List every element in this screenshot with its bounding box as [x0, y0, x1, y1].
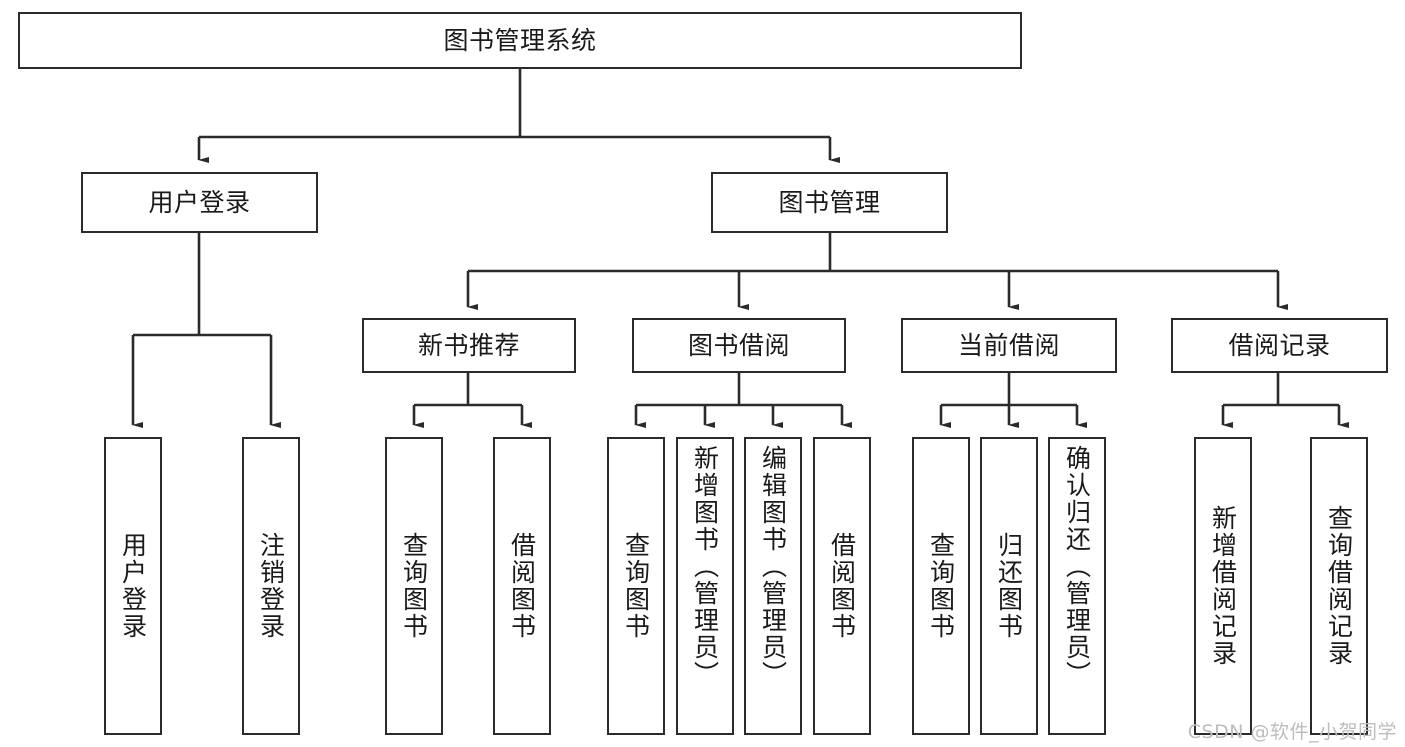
node-borrow-record[interactable]: 借阅记录 [1171, 318, 1388, 373]
node-leaf-query-book-3-label: 查询图书 [926, 532, 956, 640]
node-leaf-query-book-1-label: 查询图书 [399, 532, 429, 640]
node-leaf-add-record[interactable]: 新增借阅记录 [1194, 437, 1252, 735]
node-book-management-label: 图书管理 [778, 187, 881, 217]
node-leaf-query-record[interactable]: 查询借阅记录 [1310, 437, 1368, 735]
node-leaf-return-book[interactable]: 归还图书 [980, 437, 1038, 735]
node-leaf-borrow-book-1-label: 借阅图书 [507, 532, 537, 640]
node-current-borrow-label: 当前借阅 [957, 330, 1060, 360]
csdn-watermark: CSDN @软件_小贺同学 [1187, 721, 1397, 743]
node-leaf-borrow-book-2-label: 借阅图书 [827, 532, 857, 640]
node-leaf-edit-book[interactable]: 编辑图书（管理员） [744, 437, 802, 735]
node-leaf-logout-login[interactable]: 注销登录 [242, 437, 300, 735]
node-borrow-record-label: 借阅记录 [1228, 330, 1331, 360]
node-new-book-recommend-label: 新书推荐 [417, 330, 520, 360]
node-leaf-query-book-2[interactable]: 查询图书 [607, 437, 665, 735]
node-book-borrow-label: 图书借阅 [687, 330, 790, 360]
node-leaf-query-record-label: 查询借阅记录 [1324, 505, 1354, 667]
node-user-login[interactable]: 用户登录 [81, 172, 318, 233]
node-leaf-confirm-return[interactable]: 确认归还（管理员） [1048, 437, 1106, 735]
node-leaf-return-book-label: 归还图书 [994, 532, 1024, 640]
node-leaf-logout-login-label: 注销登录 [256, 532, 286, 640]
node-leaf-borrow-book-1[interactable]: 借阅图书 [493, 437, 551, 735]
node-leaf-user-login[interactable]: 用户登录 [104, 437, 162, 735]
node-book-borrow[interactable]: 图书借阅 [632, 318, 846, 373]
node-leaf-confirm-return-label: 确认归还（管理员） [1062, 445, 1092, 688]
node-root-label: 图书管理系统 [443, 25, 597, 55]
node-leaf-query-book-2-label: 查询图书 [621, 532, 651, 640]
node-leaf-query-book-1[interactable]: 查询图书 [385, 437, 443, 735]
node-new-book-recommend[interactable]: 新书推荐 [362, 318, 576, 373]
node-book-management[interactable]: 图书管理 [711, 172, 948, 233]
node-leaf-add-book[interactable]: 新增图书（管理员） [676, 437, 734, 735]
node-leaf-add-book-label: 新增图书（管理员） [690, 445, 720, 688]
node-leaf-borrow-book-2[interactable]: 借阅图书 [813, 437, 871, 735]
node-leaf-query-book-3[interactable]: 查询图书 [912, 437, 970, 735]
node-user-login-label: 用户登录 [148, 187, 251, 217]
node-root[interactable]: 图书管理系统 [18, 12, 1022, 69]
node-current-borrow[interactable]: 当前借阅 [901, 318, 1117, 373]
node-leaf-edit-book-label: 编辑图书（管理员） [758, 445, 788, 688]
node-leaf-user-login-label: 用户登录 [118, 532, 148, 640]
node-leaf-add-record-label: 新增借阅记录 [1208, 505, 1238, 667]
